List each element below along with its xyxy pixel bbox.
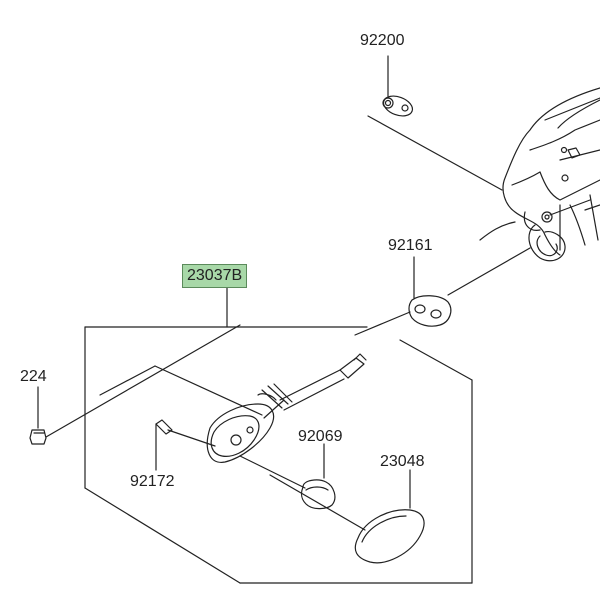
assembly-23037B-bracket — [84, 286, 473, 584]
label-92200: 92200 — [360, 32, 405, 49]
label-224: 224 — [20, 368, 47, 385]
part-23048-lens — [269, 469, 425, 564]
part-224-screw — [29, 324, 241, 445]
label-92069: 92069 — [298, 428, 343, 445]
label-23037B-highlighted: 23037B — [182, 264, 248, 288]
part-92172-screw — [155, 419, 173, 471]
part-92200-grommet — [367, 55, 503, 191]
part-92161-grommet — [408, 247, 531, 327]
frame-bracket — [479, 87, 600, 262]
label-23048: 23048 — [380, 453, 425, 470]
part-92069-bulb — [239, 443, 336, 510]
label-92161: 92161 — [388, 237, 433, 254]
label-92172: 92172 — [130, 473, 175, 490]
turn-signal-housing — [99, 353, 367, 463]
